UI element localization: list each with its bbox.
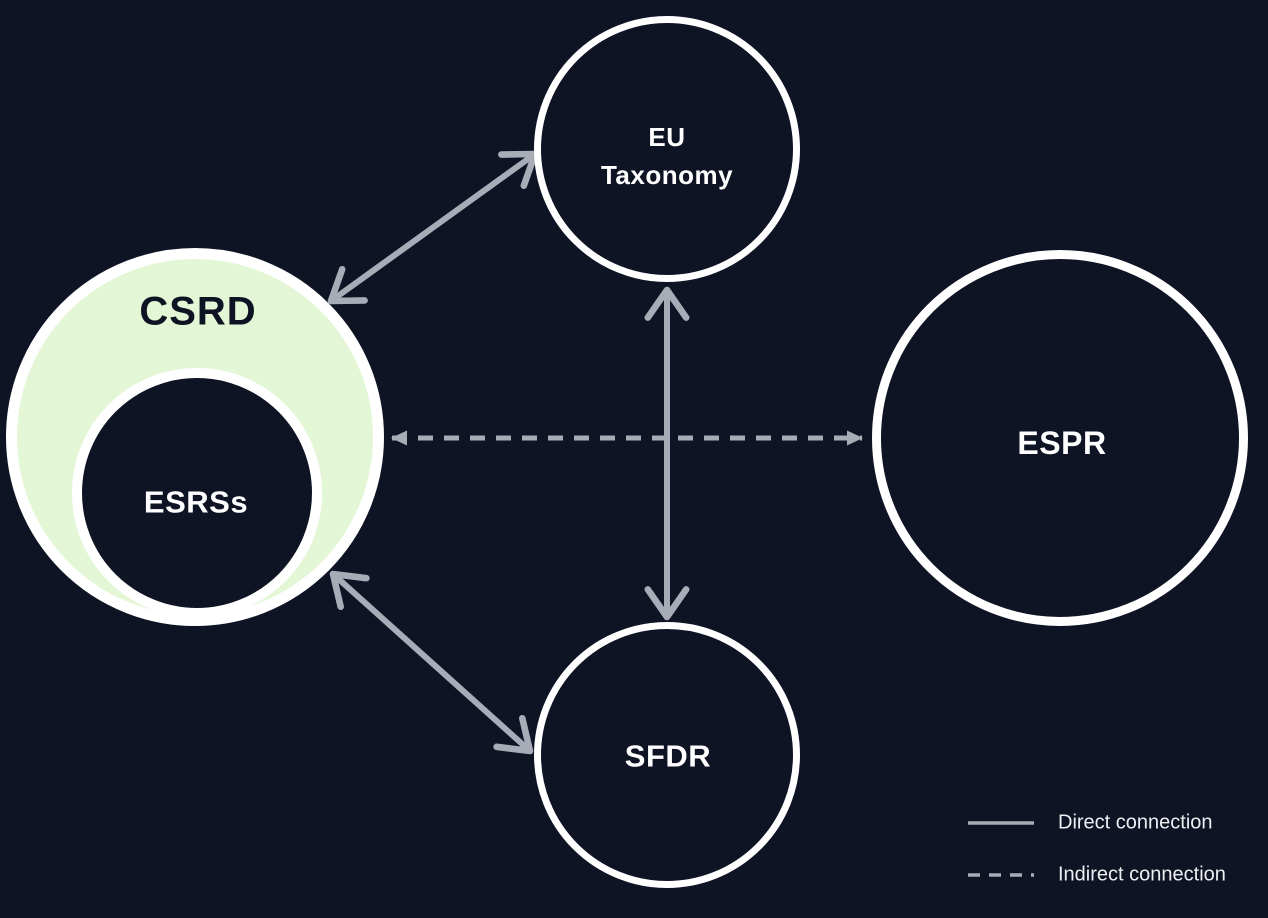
sfdr-circle (534, 622, 800, 888)
eu-taxonomy-circle (534, 16, 800, 282)
legend-indirect-label: Indirect connection (1058, 863, 1226, 886)
espr-circle (872, 250, 1248, 626)
arrow-csrd-eu-taxonomy (327, 150, 539, 305)
legend-direct-label: Direct connection (1058, 811, 1213, 834)
esrss-circle (72, 368, 322, 618)
sfdr-label: SFDR (624, 738, 712, 774)
eu-taxonomy-label: EU Taxonomy (600, 122, 734, 190)
esrss-label: ESRSs (143, 484, 249, 520)
csrd-label: CSRD (139, 289, 257, 334)
arrow-esrss-sfdr (329, 570, 534, 755)
espr-label: ESPR (1017, 425, 1107, 462)
